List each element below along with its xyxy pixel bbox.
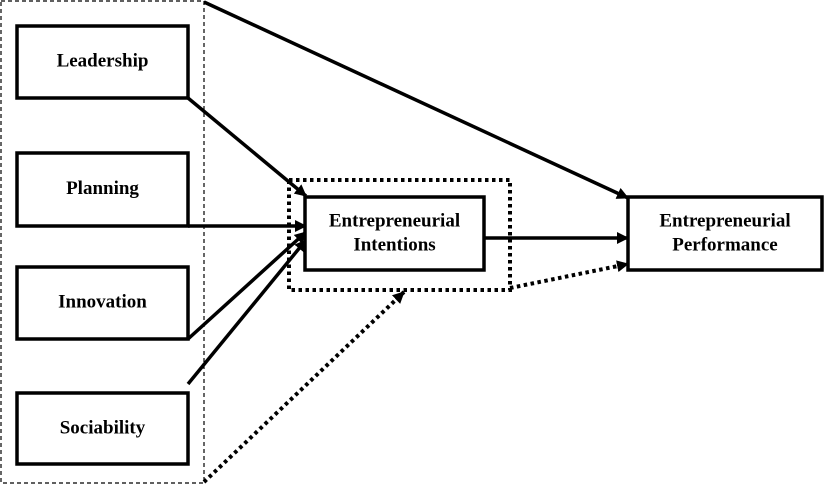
node-intentions-label-line1: Entrepreneurial — [329, 210, 460, 231]
edge-sociability-to-intentions — [186, 238, 308, 386]
node-leadership-label: Leadership — [57, 50, 149, 71]
edge-leadership-to-intentions — [186, 96, 308, 198]
edge-traits-to-intentions-dotted — [202, 290, 406, 484]
node-innovation: Innovation — [15, 265, 190, 341]
node-performance-label-line2: Performance — [672, 234, 778, 255]
edge-traits-to-performance — [203, 0, 629, 200]
node-intentions: Entrepreneurial Intentions — [303, 195, 486, 272]
edge-intentions-group-to-performance-dotted — [509, 260, 629, 290]
intentions-group — [287, 178, 512, 292]
edge-innovation-to-intentions — [186, 230, 308, 341]
node-planning: Planning — [15, 151, 190, 228]
node-sociability-label: Sociability — [60, 417, 146, 438]
node-performance: Entrepreneurial Performance — [626, 195, 824, 272]
personality-traits-group — [0, 0, 205, 484]
node-sociability: Sociability — [15, 391, 190, 466]
node-leadership: Leadership — [15, 24, 190, 100]
node-innovation-label: Innovation — [58, 291, 147, 312]
node-planning-label: Planning — [66, 178, 139, 199]
node-intentions-label-line2: Intentions — [353, 234, 435, 255]
node-performance-label-line1: Entrepreneurial — [659, 210, 790, 231]
